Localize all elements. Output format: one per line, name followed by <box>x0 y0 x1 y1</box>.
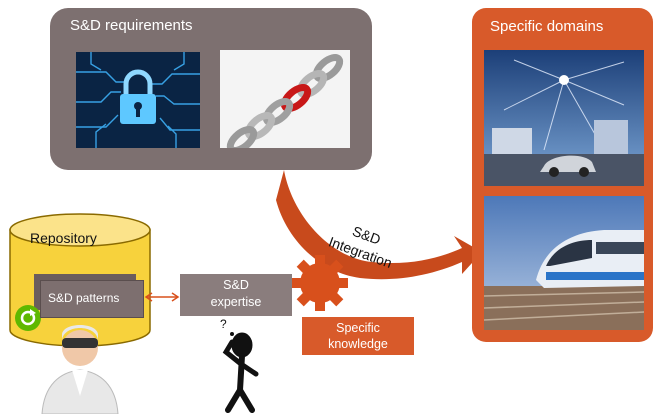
thinking-figure-icon: ? <box>220 317 259 413</box>
expertise-label: S&D expertise <box>180 277 292 311</box>
knowledge-label: Specific knowledge <box>302 320 414 352</box>
svg-text:?: ? <box>220 317 227 331</box>
expertise-line1: S&D <box>223 278 249 292</box>
patterns-card <box>40 280 144 318</box>
smart-city-image <box>484 50 644 186</box>
link-arrow <box>144 292 180 302</box>
knowledge-line1: Specific <box>336 321 380 335</box>
expertise-box <box>180 274 292 316</box>
expert-person-icon <box>41 325 119 414</box>
refresh-icon <box>15 305 41 331</box>
train-image <box>484 196 644 330</box>
gear-icon <box>292 255 348 311</box>
chain-image <box>220 50 350 148</box>
repository-label: Repository <box>30 230 97 246</box>
knowledge-box <box>302 317 414 355</box>
knowledge-line2: knowledge <box>328 337 388 351</box>
integration-arrow <box>276 170 482 280</box>
patterns-label: S&D patterns <box>48 291 120 305</box>
lock-circuit-image <box>76 52 200 148</box>
requirements-title: S&D requirements <box>70 17 193 34</box>
domains-title: Specific domains <box>490 18 604 35</box>
expertise-line2: expertise <box>210 295 262 309</box>
